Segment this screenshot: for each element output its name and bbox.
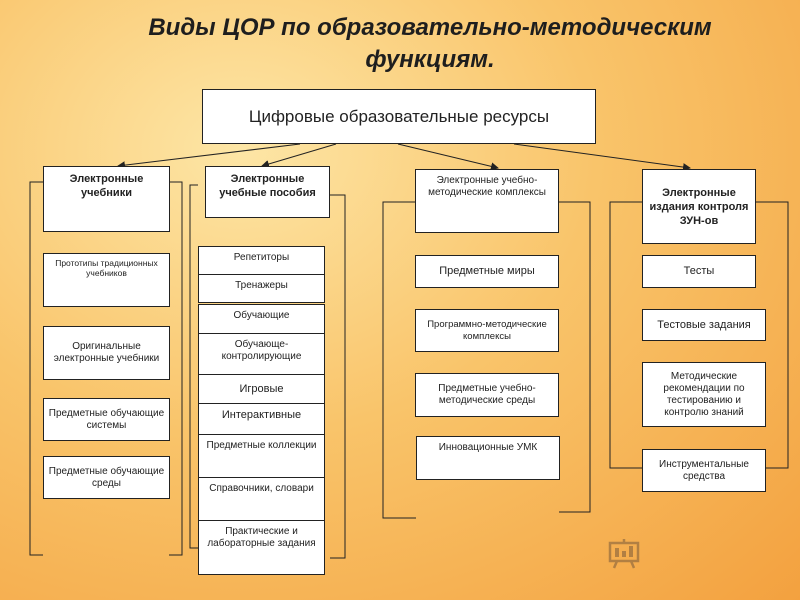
list-item: Справочники, словари <box>198 477 325 521</box>
list-item: Тесты <box>642 255 756 288</box>
list-item: Репетиторы <box>198 246 325 275</box>
column-header-complexes: Электронные учебно-методические комплекс… <box>415 169 559 233</box>
list-item: Программно-методические комплексы <box>415 309 559 352</box>
list-item: Игровые <box>198 374 325 404</box>
list-item: Интерактивные <box>198 403 325 435</box>
page-title: Виды ЦОР по образовательно-методическим … <box>60 12 800 76</box>
list-item: Обучающе-контролирующие <box>198 333 325 375</box>
title-line-2: функциям. <box>365 46 495 73</box>
list-item: Обучающие <box>198 304 325 334</box>
list-item: Инструментальные средства <box>642 449 766 492</box>
list-item: Тестовые задания <box>642 309 766 341</box>
column-header-control: Электронные издания контроля ЗУН-ов <box>642 169 756 244</box>
list-item: Предметные учебно-методические среды <box>415 373 559 417</box>
column-header-textbooks: Электронные учебники <box>43 166 170 232</box>
list-item: Предметные миры <box>415 255 559 288</box>
watermark-logo <box>608 536 640 570</box>
list-item: Инновационные УМК <box>416 436 560 480</box>
list-item: Методические рекомендации по тестировани… <box>642 362 766 427</box>
list-item: Оригинальные электронные учебники <box>43 326 170 380</box>
column-header-study-aids: Электронные учебные пособия <box>205 166 330 218</box>
list-item: Тренажеры <box>198 274 325 303</box>
list-item: Предметные обучающие системы <box>43 398 170 441</box>
list-item: Практические и лабораторные задания <box>198 520 325 575</box>
list-item: Предметные коллекции <box>198 434 325 478</box>
root-node: Цифровые образовательные ресурсы <box>202 89 596 144</box>
presentation-board-icon <box>608 539 640 569</box>
list-item: Предметные обучающие среды <box>43 456 170 499</box>
list-item: Прототипы традиционных учебников <box>43 253 170 307</box>
title-line-1: Виды ЦОР по образовательно-методическим <box>148 14 712 41</box>
